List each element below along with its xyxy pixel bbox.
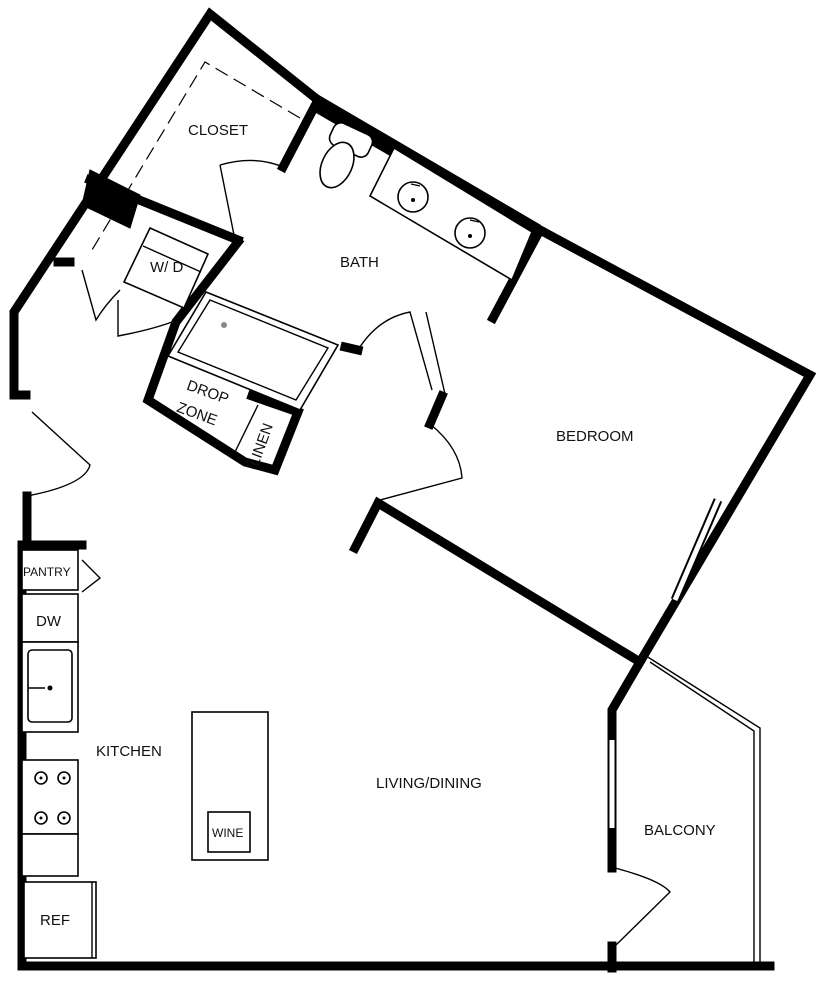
refrigerator [23, 881, 97, 959]
linen-label: LINEN [246, 421, 277, 468]
toilet-icon [319, 122, 374, 189]
bathtub-icon [166, 291, 340, 412]
wine-fridge [207, 811, 251, 853]
kitchen-counters [21, 549, 97, 959]
closet-label: CLOSET [188, 122, 248, 139]
washer-dryer [122, 226, 210, 310]
windows [607, 498, 723, 828]
vanity-counter [368, 146, 534, 282]
dishwasher [21, 593, 79, 643]
cooktop-icon [21, 759, 79, 835]
bath-label: BATH [340, 254, 379, 271]
dishwasher-label: DW [36, 613, 62, 630]
sink-icon [397, 181, 429, 213]
kitchen-island [191, 711, 269, 861]
wall-block [81, 169, 141, 229]
door-swings [26, 159, 671, 947]
kitchen-label: KITCHEN [96, 743, 162, 760]
drop-zone-cabinet [234, 404, 259, 453]
balcony-label: BALCONY [644, 822, 716, 839]
refrigerator-label: REF [40, 912, 70, 929]
living-dining-label: LIVING/DINING [376, 775, 482, 792]
pantry-label: PANTRY [23, 565, 71, 579]
interior-walls [53, 93, 647, 669]
bedroom-label: BEDROOM [556, 428, 634, 445]
washer-dryer-label: W/ D [150, 259, 183, 276]
closet-rods [91, 61, 301, 251]
sink-icon [454, 217, 486, 249]
wine-label: WINE [212, 826, 243, 840]
balcony-railing [642, 653, 761, 966]
